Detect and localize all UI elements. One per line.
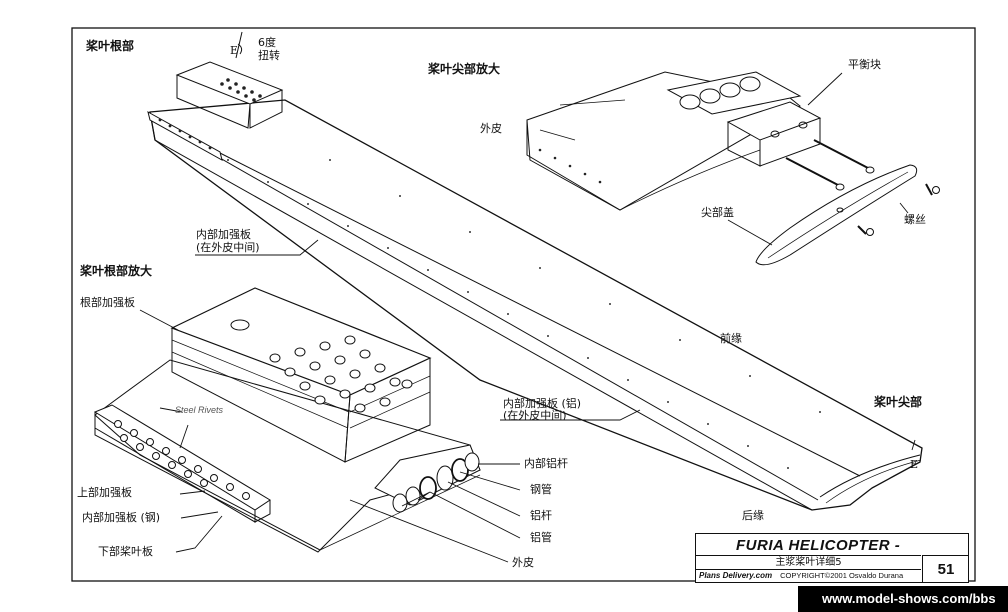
trailing-edge-label: 后缘 [742,509,764,522]
twist-label: 扭转 [258,49,280,62]
steel-tube-label: 钢管 [530,483,552,496]
twist-degree-label: 6度 [258,36,276,49]
twist-axis-mark: E [230,44,239,57]
tip-cap-label: 尖部盖 [701,206,734,219]
publisher-name: Plans Delivery.com [699,571,773,580]
al-rod-label: 铝杆 [530,509,552,522]
copyright-text: COPYRIGHT©2001 Osvaldo Durana [780,571,904,580]
inner-plate-label: 内部加强板 [196,228,251,241]
twist-mark [235,31,243,59]
inner-plate-note: (在外皮中间) [196,241,260,254]
tip-enlarge-title: 桨叶尖部放大 [428,62,501,76]
root-block-small [147,61,284,161]
page-number: 51 [922,555,969,583]
leader-lines [139,72,916,563]
title-block-main: FURIA HELICOPTER - [736,537,901,554]
steel-rivets-note: Steel Rivets [175,405,224,415]
title-block: FURIA HELICOPTER - 主浆桨叶详细5 Plans Deliver… [695,533,969,583]
al-tube-label: 铝管 [530,531,552,544]
lower-blade-plate-label: 下部桨叶板 [98,545,153,558]
tip-enlargement [526,71,940,266]
tip-title: 桨叶尖部 [874,395,923,409]
drawing-border [71,27,976,582]
root-enlarge-title: 桨叶根部放大 [80,264,153,278]
root-title: 桨叶根部 [86,39,135,53]
watermark-banner: www.model-shows.com/bbs [798,586,1008,612]
leading-edge-label: 前缘 [720,332,742,345]
inner-plate-al-note: (在外皮中间) [503,409,567,422]
root-plate-label: 根部加强板 [80,296,135,309]
root-skin-label: 外皮 [512,556,534,569]
title-block-subtitle: 主浆桨叶详细5 [696,555,921,569]
inner-plate-steel-label: 内部加强板 (钢) [82,511,161,524]
tip-skin-label: 外皮 [480,122,502,135]
inner-plate-al-label: 内部加强板 (铝) [503,397,582,410]
screw-label: 螺丝 [904,213,926,226]
main-blade [149,99,923,511]
upper-plate-label: 上部加强板 [77,486,132,499]
inner-al-rod-label: 内部铝杆 [524,457,568,470]
root-enlargement [93,287,481,553]
tip-axis-mark: E [910,458,919,471]
title-block-credits: Plans Delivery.com COPYRIGHT©2001 Osvaldo… [696,569,921,582]
balance-weight-label: 平衡块 [848,58,881,71]
